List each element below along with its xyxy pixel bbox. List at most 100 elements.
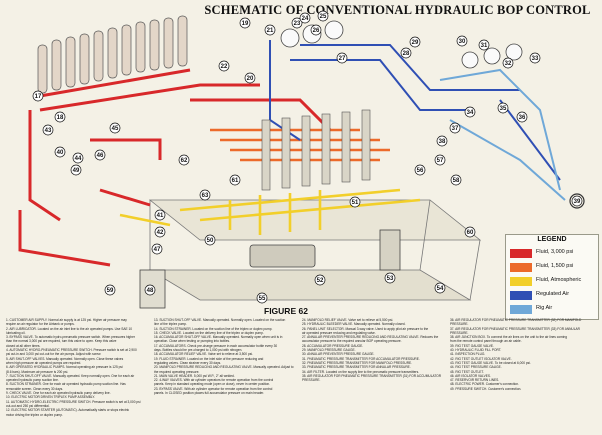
- svg-text:39: 39: [574, 199, 581, 205]
- note-line: 40. HYDRAULIC FLUID FILL PORT.: [450, 348, 502, 353]
- note-line: 4. AUTOMATIC HYDRO-PNEUMATIC PRESSURE SW…: [6, 348, 137, 353]
- note-line: than the normal 3,000 psi are required, …: [6, 339, 117, 344]
- note-line: 41. INSPECTION PLUG.: [450, 352, 486, 357]
- note-line: the required operating pressure.: [154, 369, 200, 374]
- note-line: 44. RIG TEST PRESSURE GAUGE.: [450, 365, 502, 370]
- note-line: 48. ELECTRIC POWER. Customer's connectio…: [450, 382, 519, 387]
- callout-46: 46: [94, 149, 106, 161]
- note-line: 2. AIR LUBRICATOR. Located on the air in…: [6, 326, 133, 331]
- svg-text:52: 52: [317, 278, 324, 284]
- component-notes: 1. CUSTOMER AIR SUPPLY. Normal air suppl…: [6, 318, 598, 432]
- legend-label: Rig Air: [536, 305, 553, 311]
- svg-text:63: 63: [202, 193, 209, 199]
- svg-text:56: 56: [417, 168, 424, 174]
- note-line: days. Bottles should be pre-charged to 1…: [154, 348, 243, 353]
- schematic-title: SCHEMATIC OF CONVENTIONAL HYDRAULIC BOP …: [204, 3, 591, 17]
- note-line: operation. Close when testing or pumping…: [154, 339, 231, 344]
- note-line: require an air regulator for the Airbank…: [6, 322, 75, 327]
- callout-58: 58: [450, 174, 462, 186]
- note-line: 22. 4-WAY VALVES. With air cylinder oper…: [154, 378, 274, 383]
- note-line: 10. ELECTRIC MOTOR DRIVEN TRIPLEX PUMP A…: [6, 395, 95, 400]
- note-line: 29. MANIFOLD PRESSURE GAUGE.: [302, 348, 356, 353]
- svg-text:59: 59: [107, 288, 114, 294]
- callout-markers: 17 18 19 20 21 22 23 24 25 26 27 28 29 3…: [32, 10, 583, 304]
- svg-text:34: 34: [467, 110, 474, 116]
- note-line: line of the triplex pump.: [154, 322, 187, 327]
- note-line: 7. SUCTION SHUT-OFF VALVE. Manually oper…: [6, 373, 135, 378]
- note-line: (8.6 bars). Maximum air pressure is 200 …: [6, 369, 69, 374]
- svg-text:55: 55: [259, 296, 266, 302]
- callout-44: 44: [72, 152, 84, 164]
- legend-label: Fluid, 1,500 psi: [536, 263, 574, 269]
- legend-item: Regulated Air: [510, 290, 598, 302]
- svg-text:29: 29: [412, 40, 419, 46]
- note-line: 32. PNEUMATIC PRESSURE TRANSMITTER FOR M…: [302, 360, 413, 365]
- callout-55: 55: [256, 292, 268, 304]
- callout-20: 20: [244, 72, 256, 84]
- callout-43: 43: [42, 124, 54, 136]
- notes-column-2: 13. SUCTION SHUT-OFF VALVE. Manually ope…: [154, 318, 294, 432]
- note-line: panels. In CLOSED position places full a…: [154, 391, 265, 396]
- svg-text:23: 23: [294, 21, 301, 27]
- callout-36: 36: [516, 111, 528, 123]
- note-line: psi cut-in and 3,000 psi cut-out for the…: [6, 352, 102, 357]
- note-line: 12. ELECTRIC MOTOR STARTER (AUTOMATIC). …: [6, 408, 130, 413]
- svg-text:26: 26: [313, 28, 320, 34]
- note-line: 9. CHECK VALVE. One for each air operate…: [6, 391, 111, 396]
- note-line: 6. AIR OPERATED HYDRAULIC PUMPS. Normal …: [6, 365, 123, 370]
- callout-17: 17: [32, 90, 44, 102]
- note-line: 23. BYPASS VALVE. With air cylinder oper…: [154, 386, 273, 391]
- note-line: when high pressure air operated pumps ar…: [6, 360, 82, 365]
- svg-text:51: 51: [352, 200, 359, 206]
- note-line: 42. RIG TEST OUTLET ISOLATOR VALVE.: [450, 356, 512, 361]
- callout-24: 24: [299, 12, 311, 24]
- callout-26: 26: [310, 24, 322, 36]
- fluid-3000psi-lines: [18, 68, 332, 267]
- rig-air-lines: [439, 68, 566, 201]
- svg-text:60: 60: [467, 230, 474, 236]
- svg-text:46: 46: [97, 153, 104, 159]
- svg-text:35: 35: [500, 106, 507, 112]
- note-line: 24. MANIFOLD RELIEF VALVE. Valve set to …: [302, 318, 394, 322]
- callout-35: 35: [497, 102, 509, 114]
- note-line: panels. Keep in standard operating mode …: [154, 382, 271, 387]
- callout-47: 47: [151, 243, 163, 255]
- note-line: 43. RIG TEST GAUGE VALVE. To be closed a…: [450, 360, 531, 365]
- svg-text:62: 62: [181, 158, 188, 164]
- svg-text:54: 54: [437, 286, 444, 292]
- note-line: 39. RIG TEST GAUGE VALVE.: [450, 343, 494, 348]
- note-line: 31. PNEUMATIC PRESSURE TRANSMITTER FOR A…: [302, 356, 420, 361]
- svg-text:19: 19: [242, 21, 249, 27]
- callout-60: 60: [464, 226, 476, 238]
- callout-51: 51: [349, 196, 361, 208]
- callout-49: 49: [70, 164, 82, 176]
- legend-swatch: [510, 249, 532, 258]
- callout-25: 25: [317, 10, 329, 22]
- svg-text:22: 22: [221, 64, 228, 70]
- svg-text:20: 20: [247, 76, 254, 82]
- note-line: lubricating oil.: [6, 330, 26, 335]
- note-line: 25. HYDRAULIC BLEEDER VALVE. Manually op…: [302, 322, 406, 327]
- note-line: 38. AIR JUNCTION BOX. To connect the air…: [450, 335, 568, 340]
- legend-swatch: [510, 291, 532, 300]
- svg-text:57: 57: [437, 158, 444, 164]
- callout-19: 19: [239, 17, 251, 29]
- svg-text:38: 38: [439, 139, 446, 145]
- callout-62: 62: [178, 154, 190, 166]
- svg-text:17: 17: [35, 94, 42, 100]
- svg-text:61: 61: [232, 178, 239, 184]
- legend-label: Fluid, Atmospheric: [536, 277, 582, 283]
- svg-text:40: 40: [57, 150, 64, 156]
- note-line: PRESSURE.: [302, 378, 321, 383]
- callout-41: 41: [154, 209, 166, 221]
- svg-text:36: 36: [519, 115, 526, 121]
- note-line: 33. PNEUMATIC PRESSURE TRANSMITTER FOR A…: [302, 365, 411, 370]
- callout-28: 28: [400, 47, 412, 59]
- legend-swatch: [510, 263, 532, 272]
- legend-label: Fluid, 3,000 psi: [536, 249, 574, 255]
- callout-38: 38: [436, 135, 448, 147]
- note-line: 5. AIR SHUT-OFF VALVES. Manually operate…: [6, 356, 124, 361]
- callout-57: 57: [434, 154, 446, 166]
- legend-item: Fluid, Atmospheric: [510, 276, 598, 288]
- svg-text:30: 30: [459, 39, 466, 45]
